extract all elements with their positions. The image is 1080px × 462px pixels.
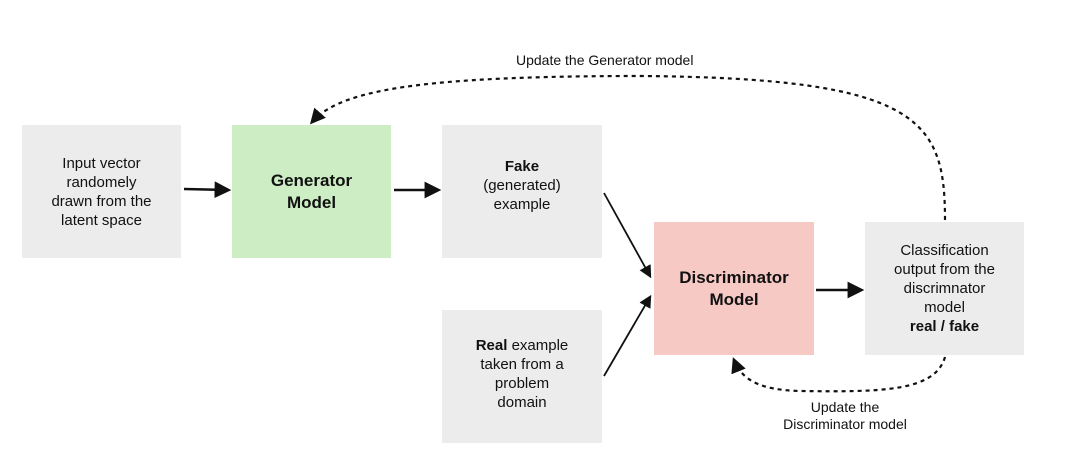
input-vector-line-4: latent space bbox=[61, 211, 142, 229]
fake-line-1: (generated) bbox=[483, 177, 561, 194]
update-generator-label: Update the Generator model bbox=[516, 52, 694, 68]
classification-line-1: Classification bbox=[900, 242, 989, 259]
real-line-4: domain bbox=[497, 393, 547, 411]
real-label: Real bbox=[475, 336, 508, 354]
fake-example-box: Fake (generated) example bbox=[442, 125, 602, 258]
real-line-1-rest: example bbox=[507, 336, 569, 354]
classification-line-4: model bbox=[924, 299, 965, 316]
real-example-box: Real example taken from a problem domain bbox=[442, 310, 602, 443]
real-line-2: taken from a bbox=[480, 355, 564, 373]
arrow-update-discriminator bbox=[731, 356, 947, 393]
arrow-real-to-discriminator bbox=[603, 294, 652, 377]
discriminator-model-box: Discriminator Model bbox=[654, 222, 814, 355]
classification-result: real / fake bbox=[909, 318, 980, 335]
input-vector-line-1: Input vector bbox=[62, 154, 141, 172]
input-vector-line-2: randomely bbox=[66, 173, 137, 191]
arrow-fake-to-discriminator bbox=[603, 192, 652, 279]
arrow-input-to-generator bbox=[183, 181, 232, 199]
generator-model-box: Generator Model bbox=[232, 125, 391, 258]
fake-label: Fake bbox=[504, 158, 540, 175]
real-line-1: Real example bbox=[476, 336, 569, 355]
input-vector-box: Input vector randomely drawn from the la… bbox=[22, 125, 181, 258]
generator-line-2: Model bbox=[286, 192, 337, 212]
update-discriminator-line-2: Discriminator model bbox=[783, 416, 907, 432]
input-vector-line-3: drawn from the bbox=[51, 192, 152, 210]
fake-line-2: example bbox=[493, 196, 551, 213]
arrow-update-generator bbox=[309, 74, 947, 221]
discriminator-line-2: Model bbox=[709, 289, 759, 309]
real-line-3: problem bbox=[494, 374, 550, 392]
classification-line-2: output from the bbox=[894, 261, 995, 278]
generator-line-1: Generator bbox=[270, 170, 353, 190]
classification-line-3: discrimnator bbox=[903, 280, 986, 297]
discriminator-line-1: Discriminator bbox=[679, 267, 789, 287]
update-discriminator-line-1: Update the bbox=[810, 399, 880, 415]
update-discriminator-label: Update the Discriminator model bbox=[770, 399, 920, 433]
classification-output-box: Classification output from the discrimna… bbox=[865, 222, 1024, 355]
